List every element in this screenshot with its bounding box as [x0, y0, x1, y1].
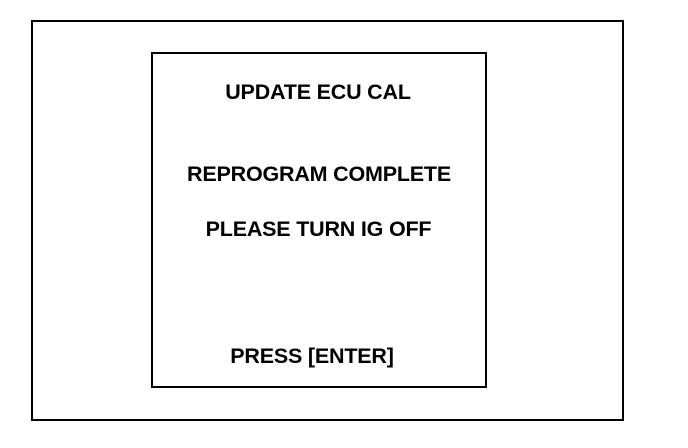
- status-message-reprogram-complete: REPROGRAM COMPLETE: [187, 162, 451, 186]
- instruction-message-turn-ig-off: PLEASE TURN IG OFF: [205, 217, 432, 241]
- tester-display-screen: UPDATE ECU CAL REPROGRAM COMPLETE PLEASE…: [151, 52, 487, 388]
- screen-title: UPDATE ECU CAL: [225, 80, 411, 104]
- press-enter-prompt[interactable]: PRESS [ENTER]: [230, 344, 394, 368]
